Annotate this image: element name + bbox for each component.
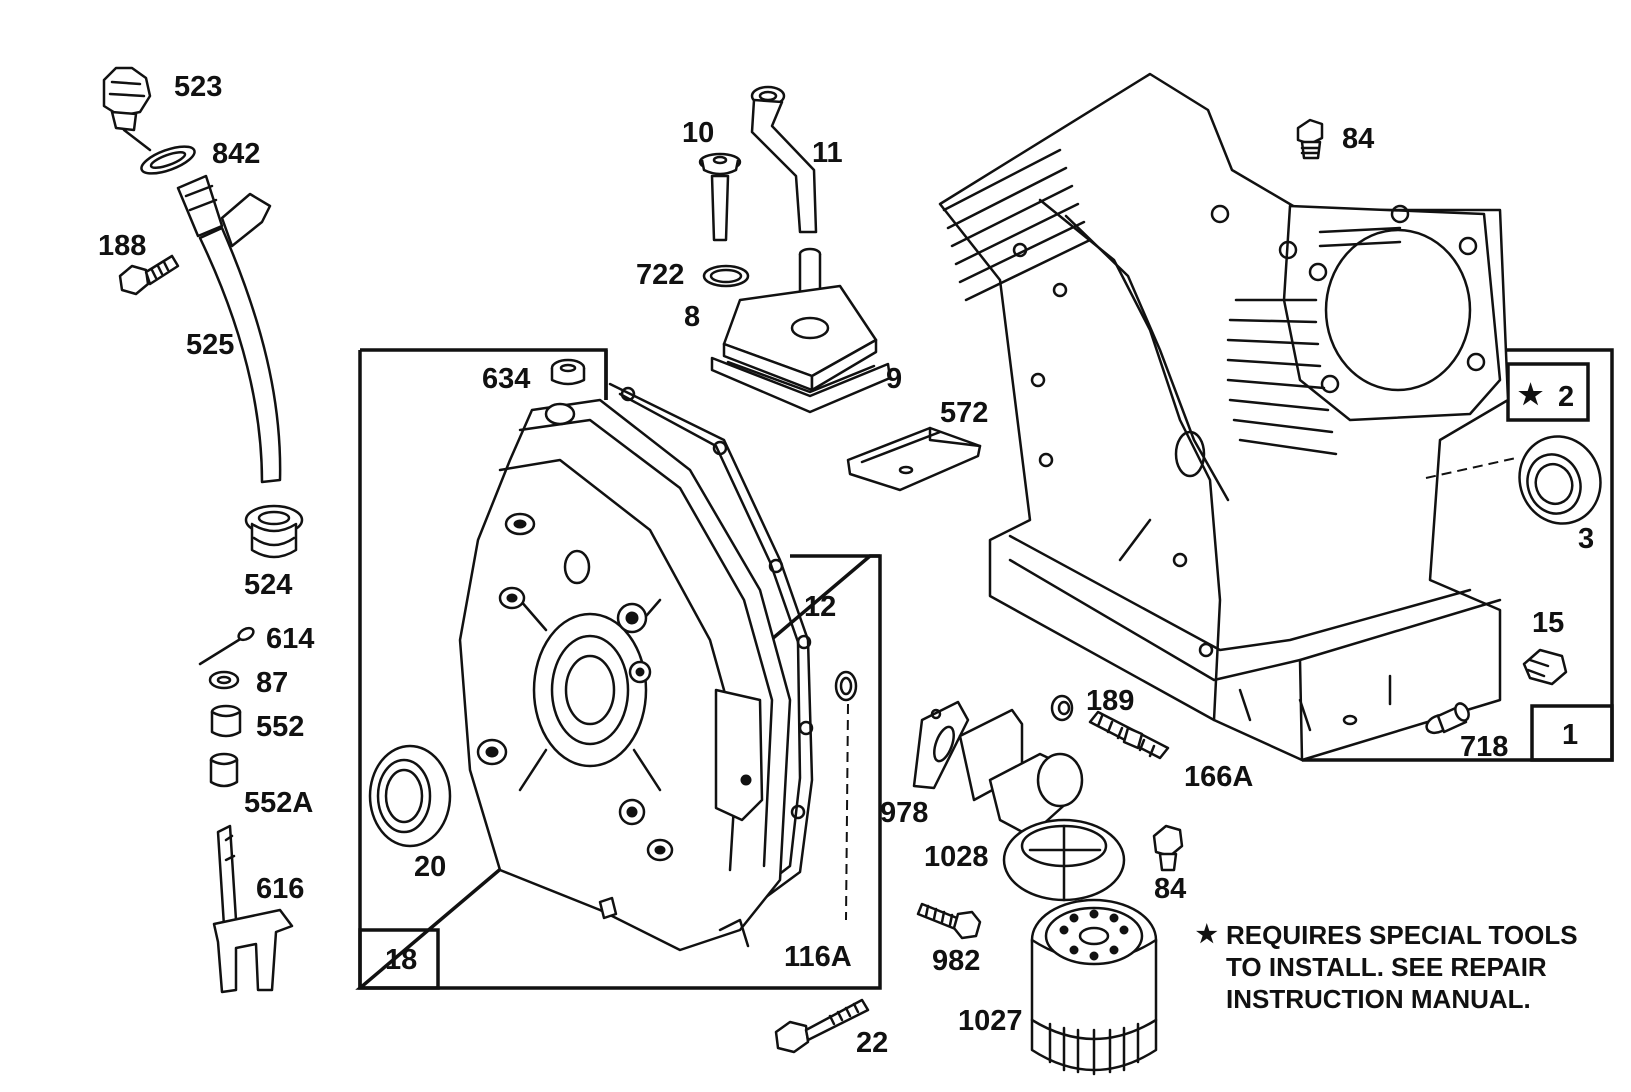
label-1028: 1028 xyxy=(924,841,989,873)
plug-84-top-drawing xyxy=(1296,118,1324,160)
crankcase-cover-drawing xyxy=(458,398,792,952)
grommet-524-drawing xyxy=(244,504,304,559)
label-1: 1 xyxy=(1562,719,1578,751)
plug-84-bottom-drawing xyxy=(1152,824,1184,872)
note-line-1: REQUIRES SPECIAL TOOLS xyxy=(1226,920,1578,950)
bushing-552A-drawing xyxy=(209,752,239,788)
pin-718-drawing xyxy=(1425,702,1470,735)
label-84-bottom: 84 xyxy=(1154,873,1186,905)
oring-722-drawing xyxy=(702,264,750,288)
label-22: 22 xyxy=(856,1027,888,1059)
breather-cover-8-drawing xyxy=(722,247,878,392)
label-616: 616 xyxy=(256,873,304,905)
label-978: 978 xyxy=(880,797,928,829)
label-572: 572 xyxy=(940,397,988,429)
label-116A: 116A xyxy=(784,941,852,973)
label-982: 982 xyxy=(932,945,980,977)
label-15: 15 xyxy=(1532,607,1564,639)
label-10: 10 xyxy=(682,117,714,149)
label-614: 614 xyxy=(266,623,314,655)
label-18: 18 xyxy=(385,944,417,976)
seal-3-drawing xyxy=(1425,435,1602,525)
label-525: 525 xyxy=(186,329,234,361)
washer-87-drawing xyxy=(208,670,240,690)
dipstick-oring-drawing xyxy=(140,145,196,175)
label-188: 188 xyxy=(98,230,146,262)
label-1027: 1027 xyxy=(958,1005,1023,1037)
label-8: 8 xyxy=(684,301,700,333)
label-166A: 166A xyxy=(1184,761,1253,793)
dipstick-cap-drawing xyxy=(102,66,152,152)
note-star-icon: ★ xyxy=(1196,920,1218,948)
stud-166A-drawing xyxy=(1088,710,1170,760)
bolt-982-drawing xyxy=(916,902,982,940)
label-552: 552 xyxy=(256,711,304,743)
plate-572-drawing xyxy=(846,426,982,492)
label-20: 20 xyxy=(414,851,446,883)
label-84-top: 84 xyxy=(1342,123,1374,155)
label-3: 3 xyxy=(1578,523,1594,555)
breather-tube-11-drawing xyxy=(750,85,818,234)
bolt-22-drawing xyxy=(774,998,870,1054)
label-2: 2 xyxy=(1558,381,1574,413)
bolt-188-drawing xyxy=(118,254,180,296)
label-12: 12 xyxy=(804,591,836,623)
governor-shaft-616-drawing xyxy=(212,824,294,994)
label-523: 523 xyxy=(174,71,222,103)
label-552A: 552A xyxy=(244,787,313,819)
label-189: 189 xyxy=(1086,685,1134,717)
label-842: 842 xyxy=(212,138,260,170)
bolt-10-drawing xyxy=(698,152,742,242)
bushing-552-drawing xyxy=(210,704,242,738)
label-11: 11 xyxy=(812,137,843,169)
cylinder-block-drawing xyxy=(938,72,1510,762)
label-718: 718 xyxy=(1460,731,1508,763)
star-icon: ★ xyxy=(1518,378,1543,411)
filter-adapter-1028-drawing xyxy=(958,708,1126,902)
plug-15-drawing xyxy=(1522,648,1568,686)
label-722: 722 xyxy=(636,259,684,291)
note-line-2: TO INSTALL. SEE REPAIR xyxy=(1226,952,1547,982)
oil-filter-1027-drawing xyxy=(1030,898,1158,1076)
label-87: 87 xyxy=(256,667,288,699)
pin-614-drawing xyxy=(198,626,255,666)
seal-634-drawing xyxy=(550,358,586,386)
oring-116A-drawing xyxy=(834,670,858,921)
label-9: 9 xyxy=(886,363,902,395)
seal-20-drawing xyxy=(368,744,452,848)
clip-189-drawing xyxy=(1050,694,1074,722)
gasket-978-drawing xyxy=(912,700,970,790)
note-line-3: INSTRUCTION MANUAL. xyxy=(1226,984,1531,1014)
label-634: 634 xyxy=(482,363,530,395)
gasket-9-drawing xyxy=(710,356,892,414)
dipstick-tube-drawing xyxy=(176,174,282,484)
label-524: 524 xyxy=(244,569,292,601)
